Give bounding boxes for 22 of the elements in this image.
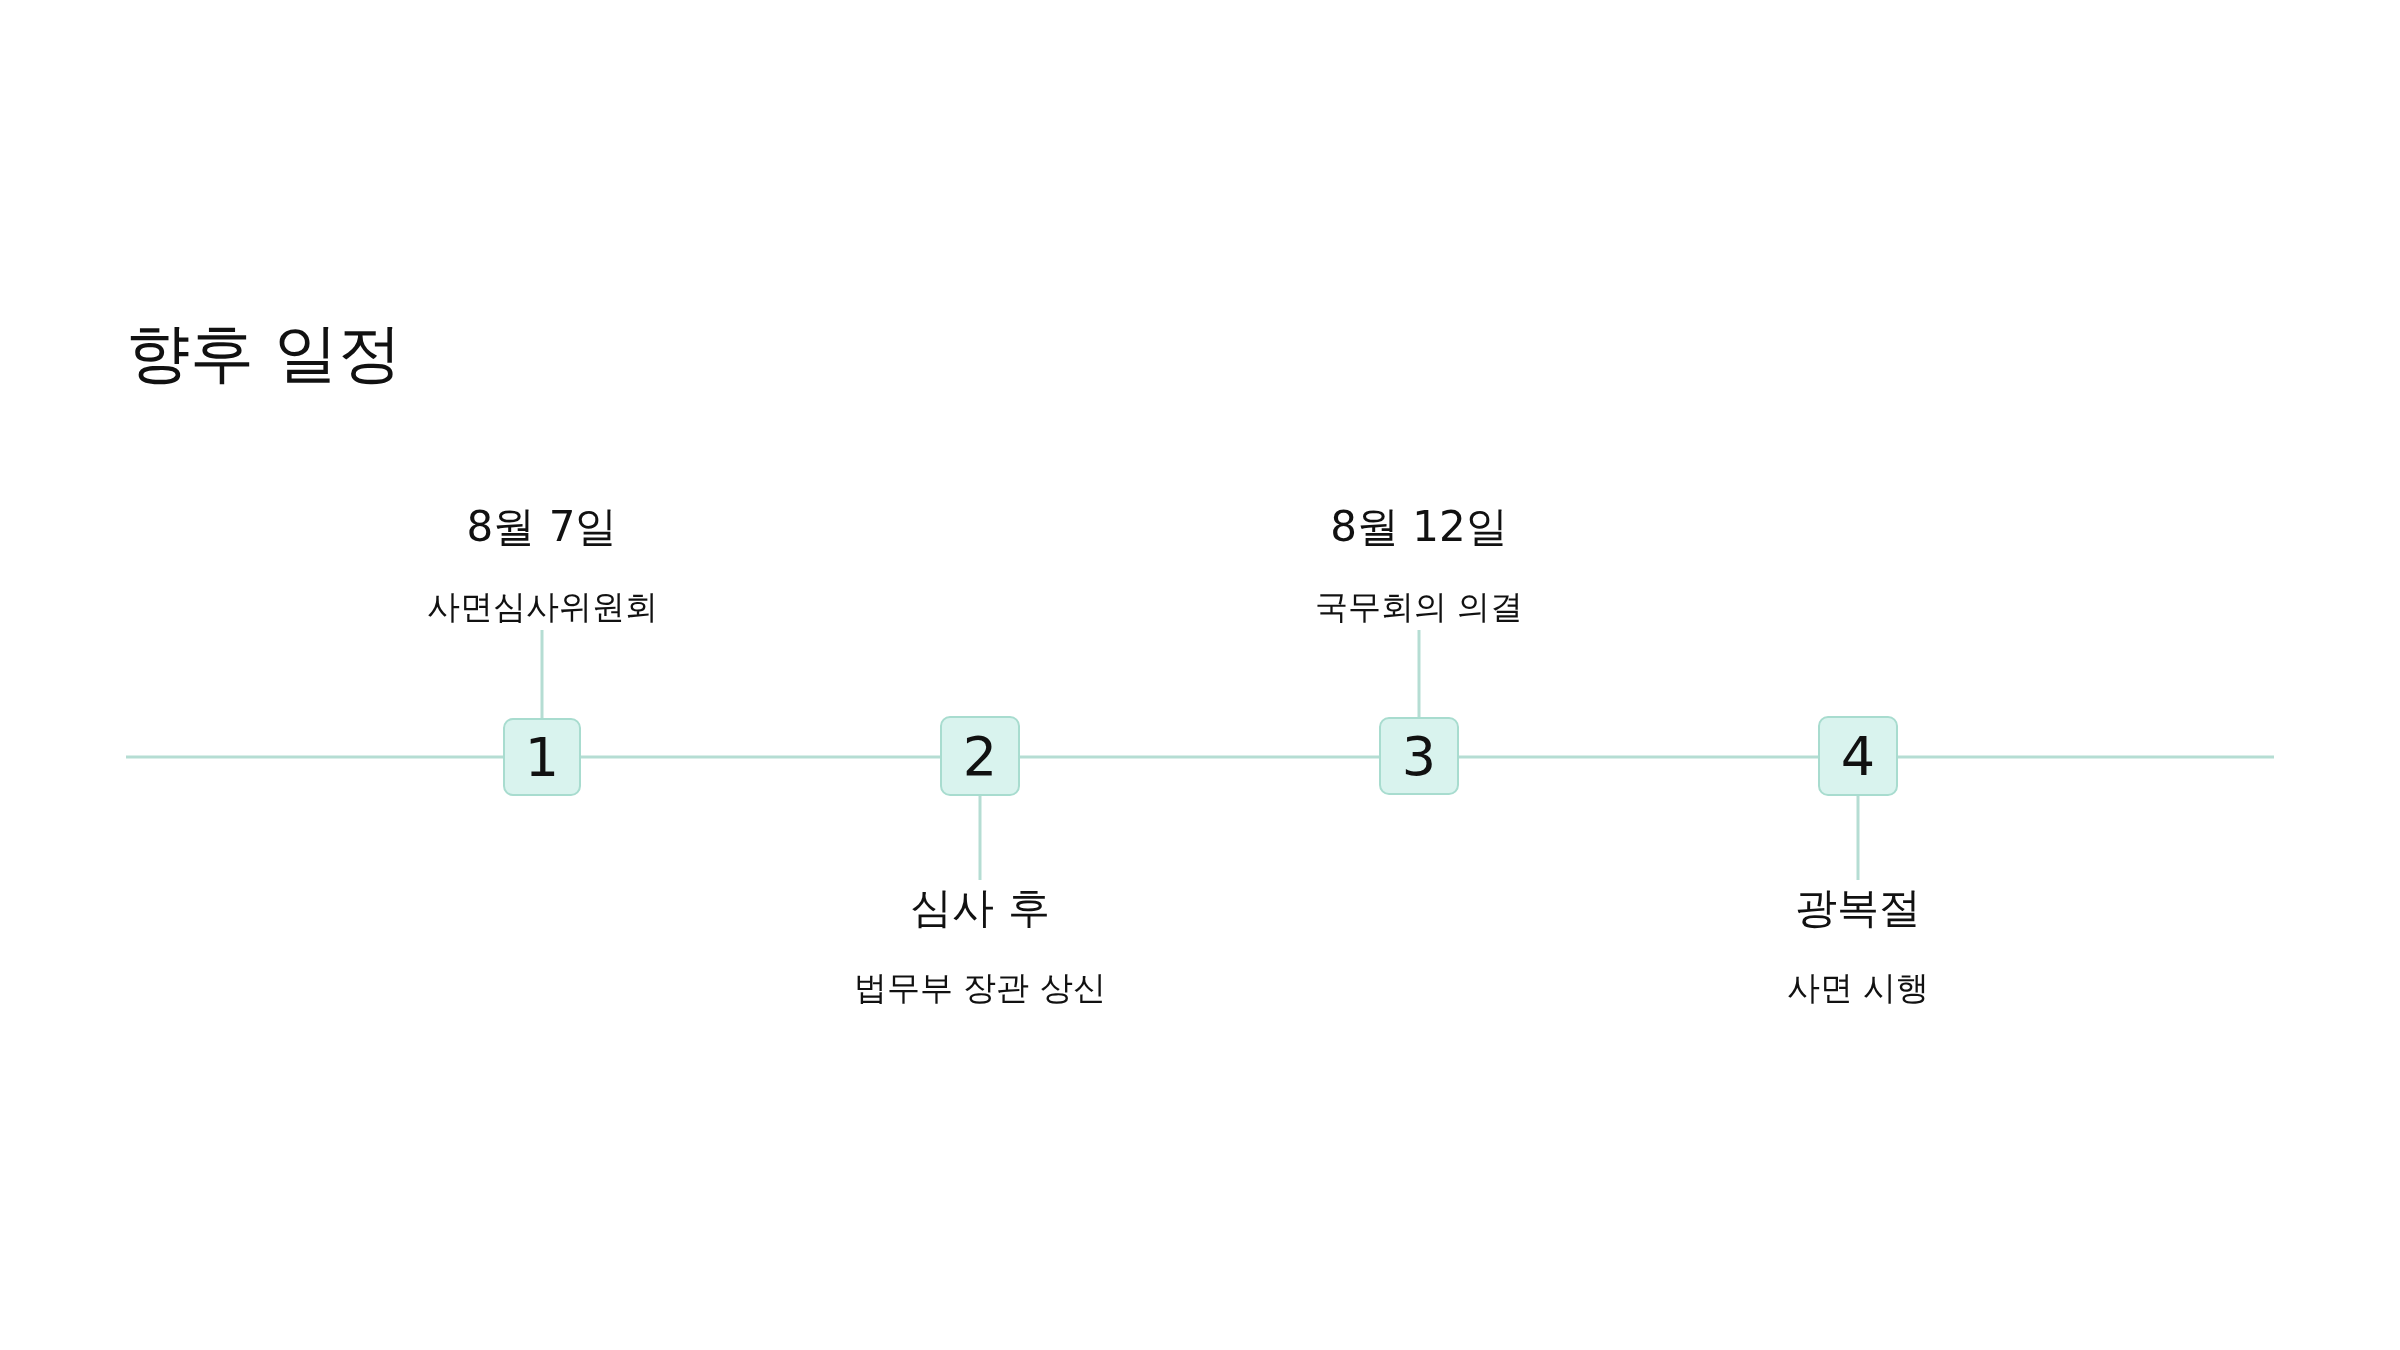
milestone-date: 심사 후 [910, 882, 1050, 934]
milestone-description: 국무회의 의결 [1314, 586, 1524, 628]
timeline-line [126, 755, 503, 759]
milestone-description: 사면 시행 [1786, 967, 1930, 1009]
milestone-date: 8월 7일 [466, 501, 618, 553]
milestone-date: 8월 12일 [1330, 501, 1508, 553]
connector-line [978, 796, 982, 880]
timeline-line [1459, 755, 1818, 759]
connector-line [540, 630, 544, 718]
milestone-date: 광복절 [1795, 882, 1921, 934]
milestone-description: 사면심사위원회 [426, 586, 658, 628]
connector-line [1417, 630, 1421, 717]
connector-line [1856, 796, 1860, 880]
timeline-line [1020, 755, 1379, 759]
step-number: 1 [503, 718, 581, 796]
timeline-line [581, 755, 940, 759]
step-number: 2 [940, 716, 1020, 796]
title: 향후 일정 [126, 315, 403, 392]
step-number: 3 [1379, 717, 1459, 795]
timeline-line [1898, 755, 2274, 759]
step-number: 4 [1818, 716, 1898, 796]
milestone-description: 법무부 장관 상신 [854, 967, 1106, 1009]
